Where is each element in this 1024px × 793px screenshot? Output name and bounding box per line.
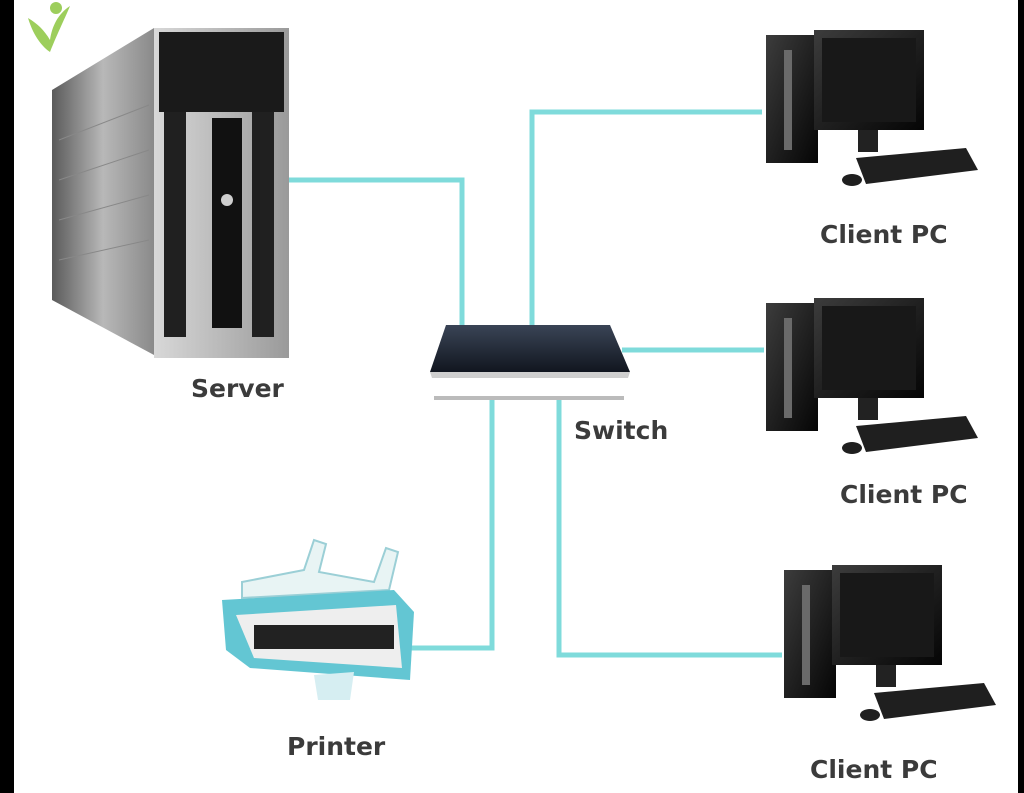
client-pc-3-label: Client PC: [810, 755, 938, 784]
cables: [286, 109, 782, 658]
leaf-logo-icon: [28, 2, 70, 52]
printer-label: Printer: [287, 732, 386, 761]
network-diagram: Server Switch Printer Client PC Client P…: [14, 0, 1018, 793]
switch-label: Switch: [574, 416, 669, 445]
cable-server-switch: [286, 177, 465, 325]
server-tower-icon: [52, 28, 289, 358]
network-switch-icon: [430, 325, 630, 400]
desktop-pc-icon-2: [766, 298, 978, 454]
desktop-pc-icon-3: [784, 565, 996, 721]
cable-switch-client1: [529, 109, 762, 325]
cable-switch-printer: [409, 398, 495, 651]
client-pc-1-label: Client PC: [820, 220, 948, 249]
server-label: Server: [191, 374, 284, 403]
printer-icon: [222, 538, 414, 700]
desktop-pc-icon-1: [766, 30, 978, 186]
cable-switch-client3: [556, 398, 782, 658]
diagram-graphics: [28, 2, 996, 721]
client-pc-2-label: Client PC: [840, 480, 968, 509]
